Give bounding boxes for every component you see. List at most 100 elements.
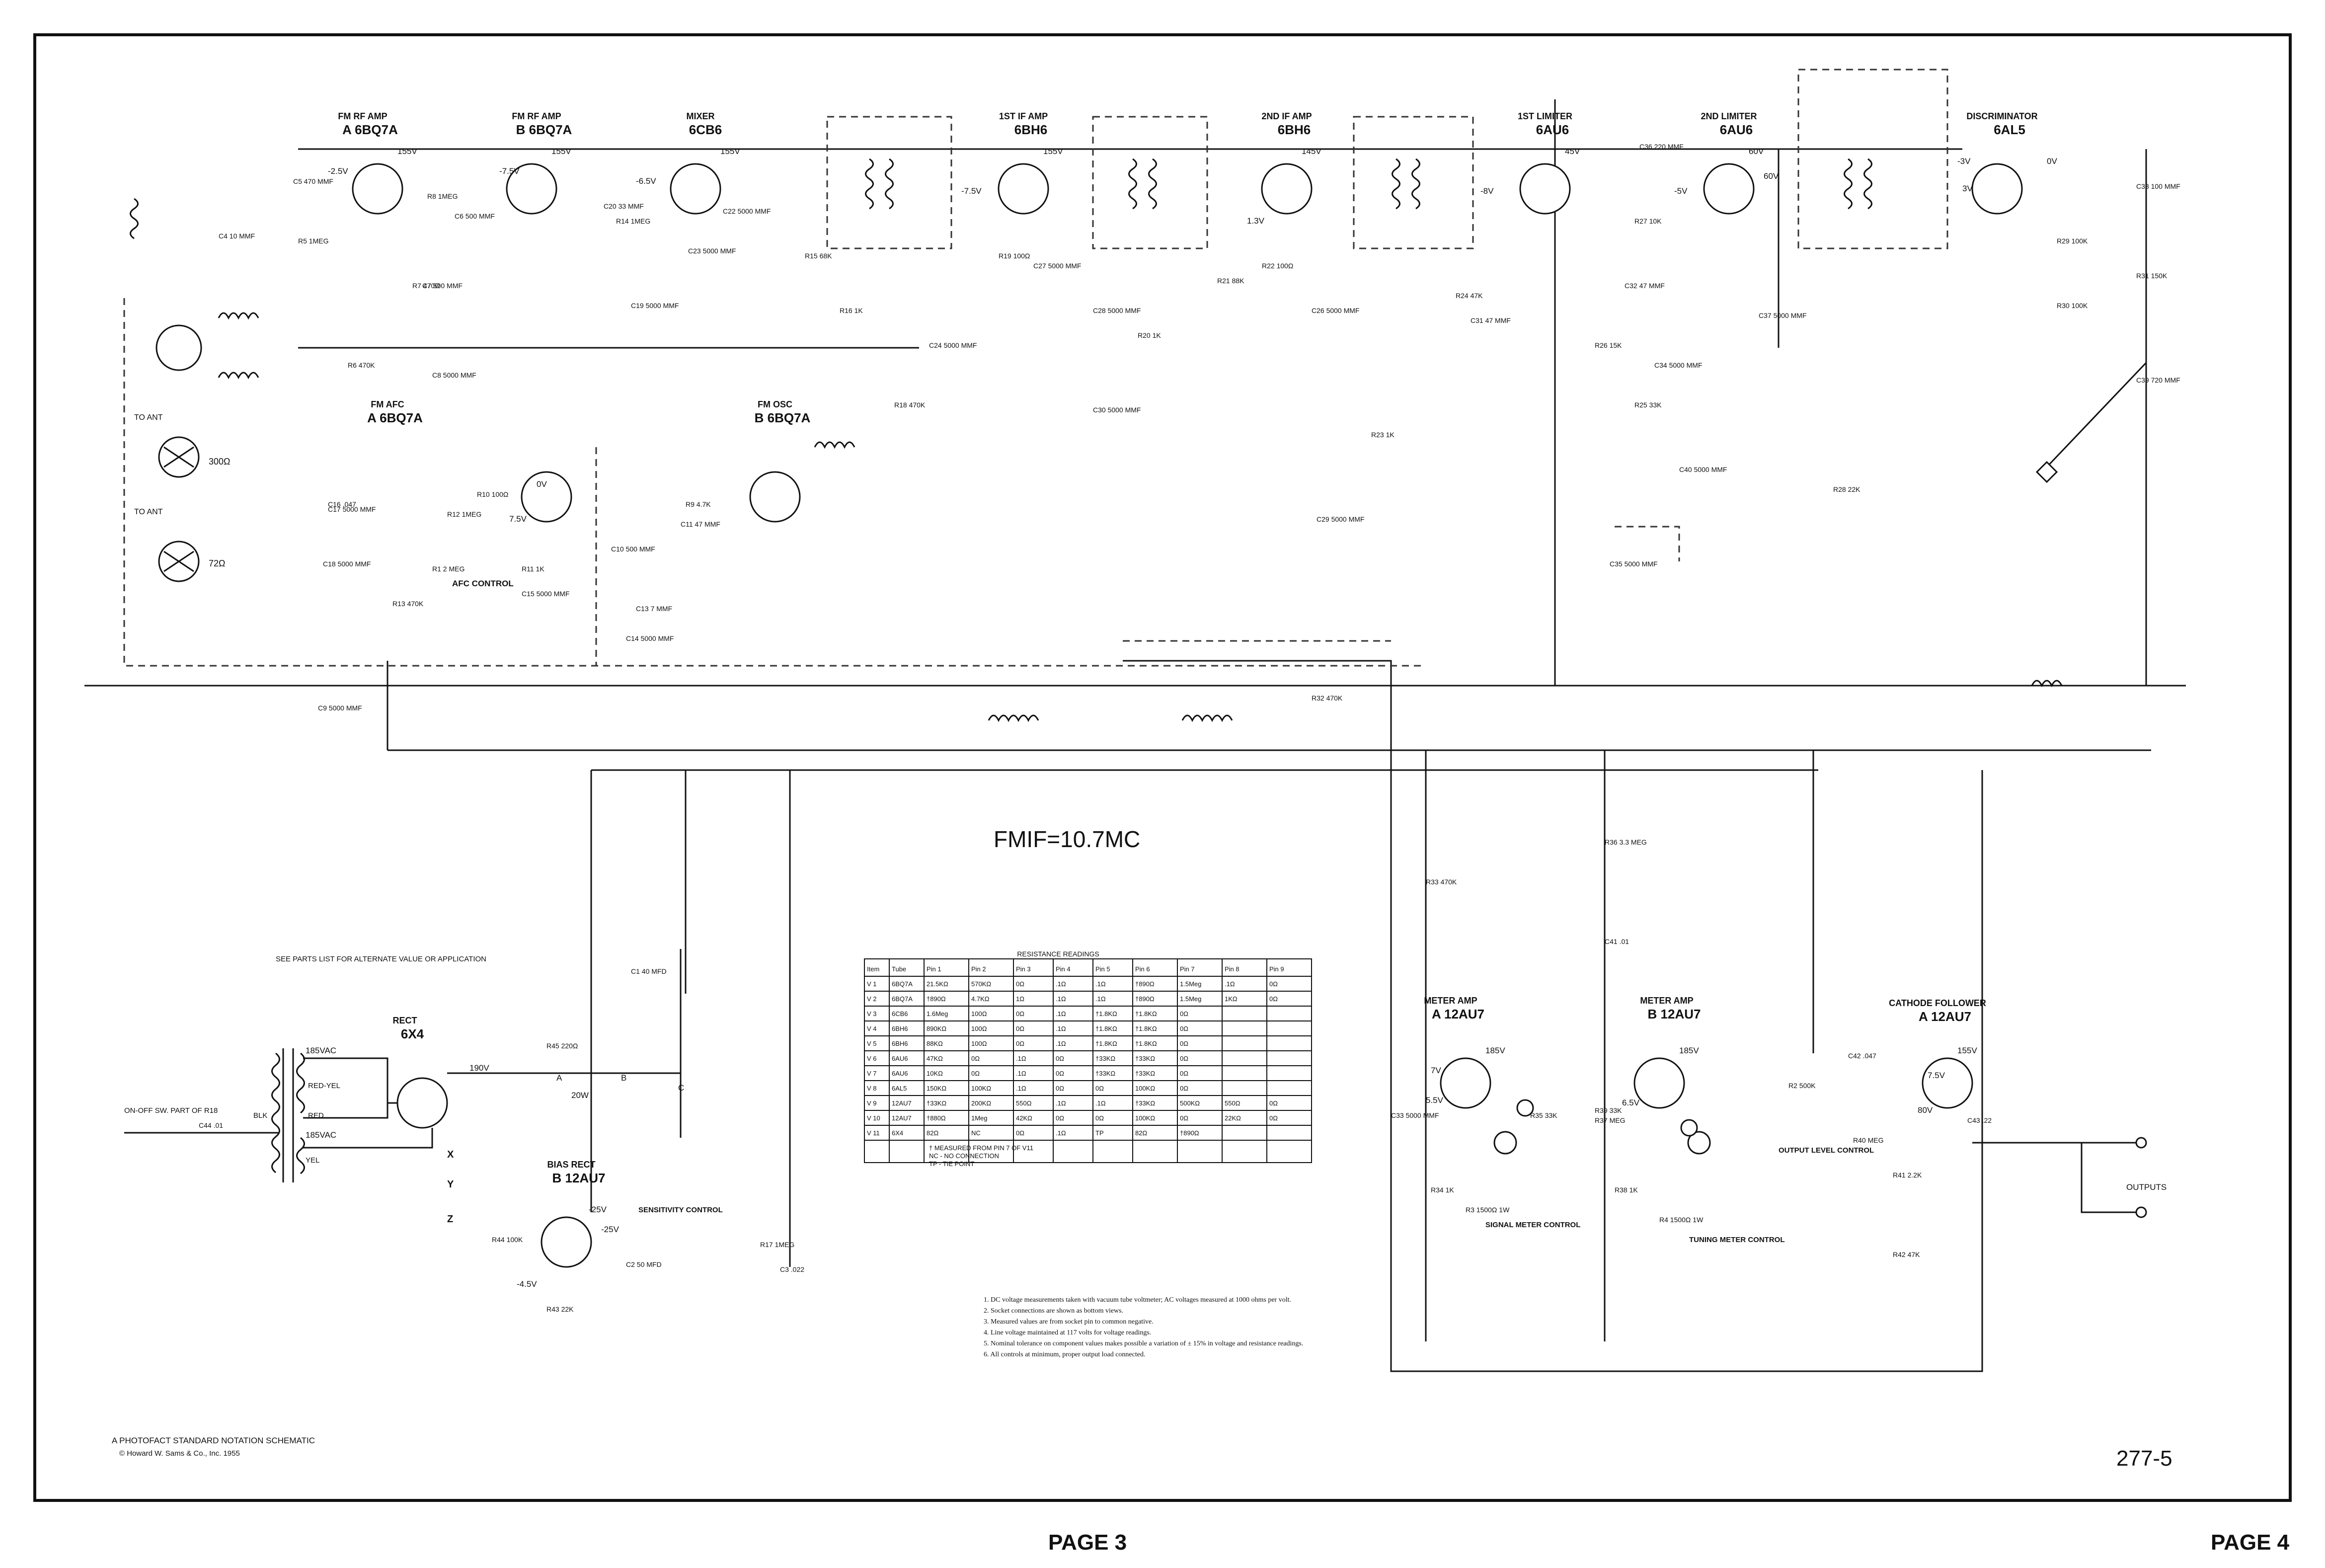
voltage-label: 185V (1679, 1046, 1699, 1055)
resistor-label: R42 47K (1893, 1251, 1920, 1258)
tube-v6 (1519, 163, 1571, 215)
table-cell: †1.8KΩ (1135, 1025, 1157, 1032)
capacitor-label: C1 40 MFD (631, 967, 667, 975)
tube-label-function: 2ND LIMITER (1701, 111, 1757, 121)
voltage-label: 155V (720, 147, 740, 156)
table-cell: 100Ω (971, 1025, 987, 1032)
label-z: Z (447, 1214, 453, 1225)
tube-v2a (521, 471, 572, 523)
capacitor-label: C36 220 MMF (1639, 143, 1684, 151)
tube-label-type: B 6BQ7A (755, 410, 811, 425)
table-cell: 0Ω (1016, 1025, 1024, 1032)
test-point-a (2035, 362, 2147, 483)
note-line: 6. All controls at minimum, proper outpu… (984, 1351, 1145, 1358)
voltage-label: 155V (551, 147, 571, 156)
power-transformer-t1 (124, 949, 682, 1182)
table-cell: 0Ω (1269, 995, 1278, 1003)
voltage-label: 0V (537, 479, 547, 489)
table-cell: .1Ω (1056, 1040, 1066, 1047)
resistance-table-grid (864, 958, 1312, 1163)
table-cell: .1Ω (1095, 995, 1106, 1003)
voltage-label: -3V (1957, 157, 1971, 166)
tube-label-function: DISCRIMINATOR (1966, 111, 2037, 121)
table-cell: †1.8KΩ (1095, 1025, 1117, 1032)
resistor-label: R19 100Ω (999, 252, 1030, 260)
table-cell: 0Ω (971, 1070, 980, 1077)
voltage-label: -8V (1480, 186, 1494, 196)
tube-envelopes (352, 163, 2023, 1268)
table-cell: 0Ω (1016, 1040, 1024, 1047)
voltage-label: -2.5V (328, 166, 348, 176)
tube-label-function: FM RF AMP (338, 111, 387, 121)
resistor-label: R22 100Ω (1262, 262, 1293, 270)
tube-v8 (1971, 163, 2023, 215)
voltage-label: 7.5V (1928, 1071, 1945, 1080)
tube-v4 (998, 163, 1049, 215)
tube-label-type: B 6BQ7A (516, 122, 572, 137)
table-cell: 0Ω (1056, 1070, 1064, 1077)
label-afc-control: AFC CONTROL (452, 579, 514, 588)
label-blk: BLK (253, 1111, 267, 1120)
capacitor-label: C40 5000 MMF (1679, 466, 1727, 473)
resistor-label: R17 1MEG (760, 1241, 794, 1249)
table-cell: 0Ω (1180, 1114, 1188, 1122)
voltage-label: 80V (1918, 1105, 1933, 1115)
resistor-label: R21 88K (1217, 277, 1244, 285)
table-cell: 0Ω (1095, 1085, 1104, 1092)
resistor-label: R3 1500Ω 1W (1466, 1206, 1510, 1214)
voltage-label: 0V (2047, 157, 2057, 166)
table-cell: .1Ω (1056, 995, 1066, 1003)
table-cell: V 3 (867, 1010, 877, 1018)
voltage-label: 185V (1485, 1046, 1505, 1055)
tube-label-function: FM AFC (371, 399, 404, 409)
voltage-label: -4.5V (517, 1279, 537, 1289)
capacitor-label: C4 10 MMF (219, 232, 255, 240)
capacitor-label: C38 100 MMF (2136, 182, 2180, 190)
table-cell: †33KΩ (1135, 1099, 1155, 1107)
table-cell: TP (1095, 1129, 1104, 1137)
tube-label-function: FM RF AMP (512, 111, 561, 121)
tube-label-type: 6BH6 (1014, 122, 1047, 137)
table-cell: 42KΩ (1016, 1114, 1032, 1122)
table-cell: 550Ω (1225, 1099, 1240, 1107)
capacitor-label: C9 5000 MMF (318, 704, 362, 712)
tube-label-function: RECT (393, 1016, 417, 1025)
voltage-label: 60V (1764, 171, 1779, 181)
table-cell: 0Ω (1180, 1085, 1188, 1092)
table-cell: 6BH6 (892, 1025, 908, 1032)
resistor-label: R36 3.3 MEG (1605, 838, 1647, 846)
table-cell: 0Ω (1016, 1010, 1024, 1018)
capacitor-label: C39 720 MMF (2136, 376, 2180, 384)
resistor-label: R38 1K (1615, 1186, 1638, 1194)
tube-v2b (749, 471, 801, 523)
label-x: X (447, 1149, 454, 1160)
resistor-label: R34 1K (1431, 1186, 1454, 1194)
table-cell: 0Ω (1016, 1129, 1024, 1137)
resistor-label: R30 100K (2057, 302, 2088, 310)
tube-v10a (1922, 1057, 1973, 1109)
voltage-label: 45V (1565, 147, 1580, 156)
tube-v5 (1261, 163, 1313, 215)
table-cell: †880Ω (927, 1114, 946, 1122)
resistor-label: R1 2 MEG (432, 565, 465, 573)
table-header-cell: Pin 5 (1095, 965, 1110, 973)
table-cell: 0Ω (1269, 1114, 1278, 1122)
resistor-label: R15 68K (805, 252, 832, 260)
resistor-label: R28 22K (1833, 485, 1860, 493)
label-300-ohm: 300Ω (209, 457, 231, 467)
table-cell: .1Ω (1016, 1055, 1026, 1062)
resistor-label: R44 100K (492, 1236, 523, 1244)
voltage-label: -7.5V (499, 166, 520, 176)
antenna-terminals (155, 324, 202, 582)
table-cell: 0Ω (1056, 1055, 1064, 1062)
tube-label-function: FM OSC (758, 399, 792, 409)
table-cell: 0Ω (1269, 1099, 1278, 1107)
table-cell: †33KΩ (1135, 1070, 1155, 1077)
if-transformer-shields (123, 69, 1948, 667)
table-cell: 6AU6 (892, 1070, 908, 1077)
table-cell: V 11 (867, 1129, 880, 1137)
tube-label-function: METER AMP (1424, 996, 1477, 1006)
